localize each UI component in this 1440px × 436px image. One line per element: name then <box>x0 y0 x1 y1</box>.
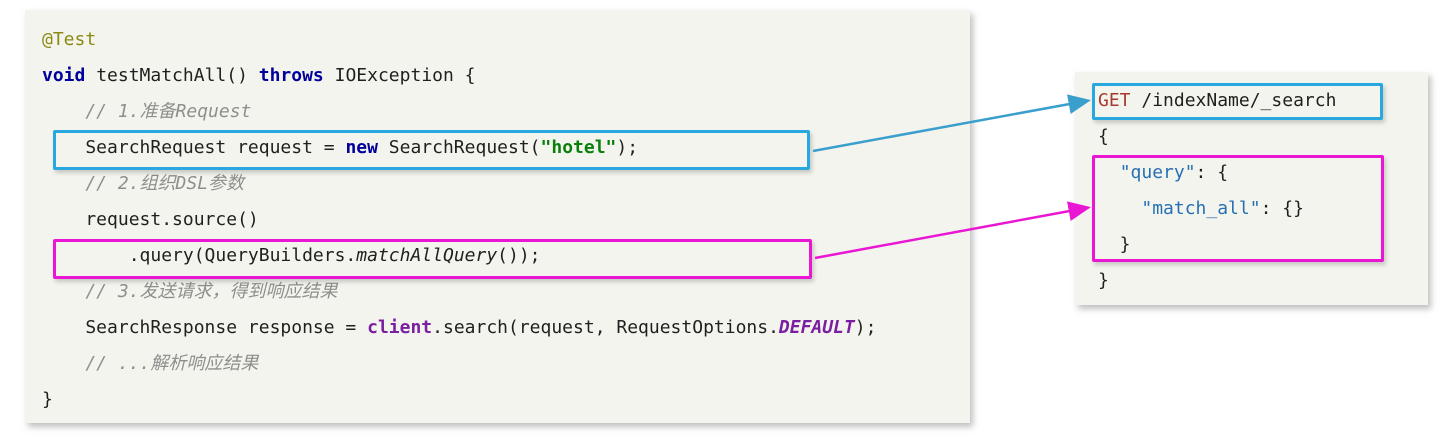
code-token-comment: // 3.发送请求，得到响应结果 <box>42 281 338 302</box>
code-token-plain: } <box>42 389 53 410</box>
code-line: // 3.发送请求，得到响应结果 <box>42 274 970 310</box>
code-line: { <box>1098 119 1428 155</box>
code-token-plain: SearchResponse response = <box>42 317 368 338</box>
code-line: } <box>1098 263 1428 299</box>
code-line: request.source() <box>42 202 970 238</box>
code-token-plain: testMatchAll() <box>85 65 259 86</box>
code-token-plain: .query(QueryBuilders. <box>42 245 357 266</box>
code-token-plain: : {} <box>1260 198 1304 219</box>
code-line: } <box>42 382 970 418</box>
code-token-plain: IOException { <box>323 65 476 86</box>
code-line: .query(QueryBuilders.matchAllQuery()); <box>42 238 970 274</box>
code-token-json-key: "match_all" <box>1141 198 1261 219</box>
code-token-comment: // ...解析响应结果 <box>42 353 259 374</box>
code-token-plain <box>1098 198 1141 219</box>
code-line: GET /indexName/_search <box>1098 83 1428 119</box>
code-token-plain: } <box>1098 234 1131 255</box>
code-token-plain: SearchRequest request = <box>42 137 346 158</box>
code-token-plain: } <box>1098 270 1109 291</box>
code-line: "query": { <box>1098 155 1428 191</box>
code-token-field: client <box>367 317 433 338</box>
code-token-comment: // 2.组织DSL参数 <box>42 173 245 194</box>
code-line: SearchResponse response = client.search(… <box>42 310 970 346</box>
code-token-plain: { <box>1098 126 1109 147</box>
code-line: // 2.组织DSL参数 <box>42 166 970 202</box>
code-line: // 1.准备Request <box>42 94 970 130</box>
code-token-plain: : { <box>1195 162 1229 183</box>
code-line: // ...解析响应结果 <box>42 346 970 382</box>
code-token-plain: SearchRequest( <box>377 137 541 158</box>
code-token-comment: // 1.准备Request <box>42 101 252 122</box>
code-token-constant: DEFAULT <box>778 317 855 338</box>
code-token-plain: ); <box>616 137 639 158</box>
code-line: void testMatchAll() throws IOException { <box>42 58 970 94</box>
code-line: SearchRequest request = new SearchReques… <box>42 130 970 166</box>
code-token-plain <box>1098 162 1120 183</box>
code-token-http-method: GET <box>1098 90 1131 111</box>
code-token-keyword: void <box>42 65 86 86</box>
code-token-json-key: "query" <box>1119 162 1196 183</box>
code-token-string: "hotel" <box>540 137 617 158</box>
code-token-plain: .search(request, RequestOptions. <box>432 317 779 338</box>
code-line: } <box>1098 227 1428 263</box>
code-line: "match_all": {} <box>1098 191 1428 227</box>
java-code-panel: @Test void testMatchAll() throws IOExcept… <box>25 10 970 423</box>
code-token-annotation: @Test <box>42 29 97 50</box>
code-token-static-method: matchAllQuery <box>356 245 498 266</box>
code-token-plain: ()); <box>497 245 541 266</box>
dsl-query-panel: GET /indexName/_search { "query": { "matc… <box>1075 72 1428 305</box>
code-token-plain: ); <box>854 317 877 338</box>
code-token-keyword: throws <box>258 65 324 86</box>
code-token-keyword: new <box>345 137 378 158</box>
code-token-plain: request.source() <box>42 209 259 230</box>
code-token-plain: /indexName/_search <box>1130 90 1337 111</box>
code-line: @Test <box>42 22 970 58</box>
